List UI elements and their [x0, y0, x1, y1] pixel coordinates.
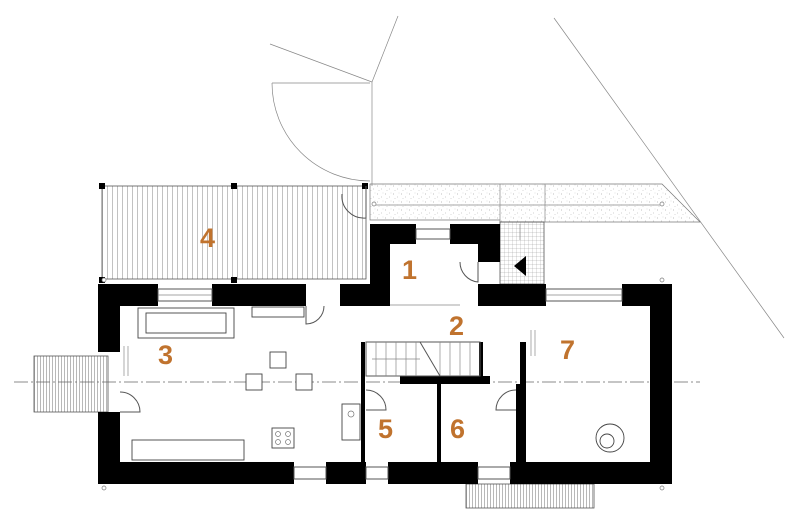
room-label-5: 5: [378, 414, 393, 444]
furniture: [131, 306, 625, 461]
room-label-1: 1: [402, 255, 417, 285]
windows: [157, 228, 623, 480]
gate-swing: [271, 82, 371, 182]
room-label-3: 3: [158, 340, 173, 370]
entry-arrow: [514, 256, 526, 276]
stairs: [365, 341, 481, 377]
room-label-2: 2: [449, 311, 464, 341]
room-label-4: 4: [200, 223, 215, 253]
doors: [119, 186, 517, 413]
walls: [98, 224, 672, 484]
gravel-path: [369, 183, 701, 223]
room-label-7: 7: [560, 335, 575, 365]
entry-grate: [499, 221, 545, 285]
terrace-deck: [99, 183, 368, 283]
direction-marks: [123, 224, 536, 376]
site-lines: [269, 15, 785, 339]
west-porch: [33, 355, 109, 413]
corner-markers: [101, 201, 665, 491]
room-label-6: 6: [450, 414, 465, 444]
south-steps: [465, 483, 595, 509]
